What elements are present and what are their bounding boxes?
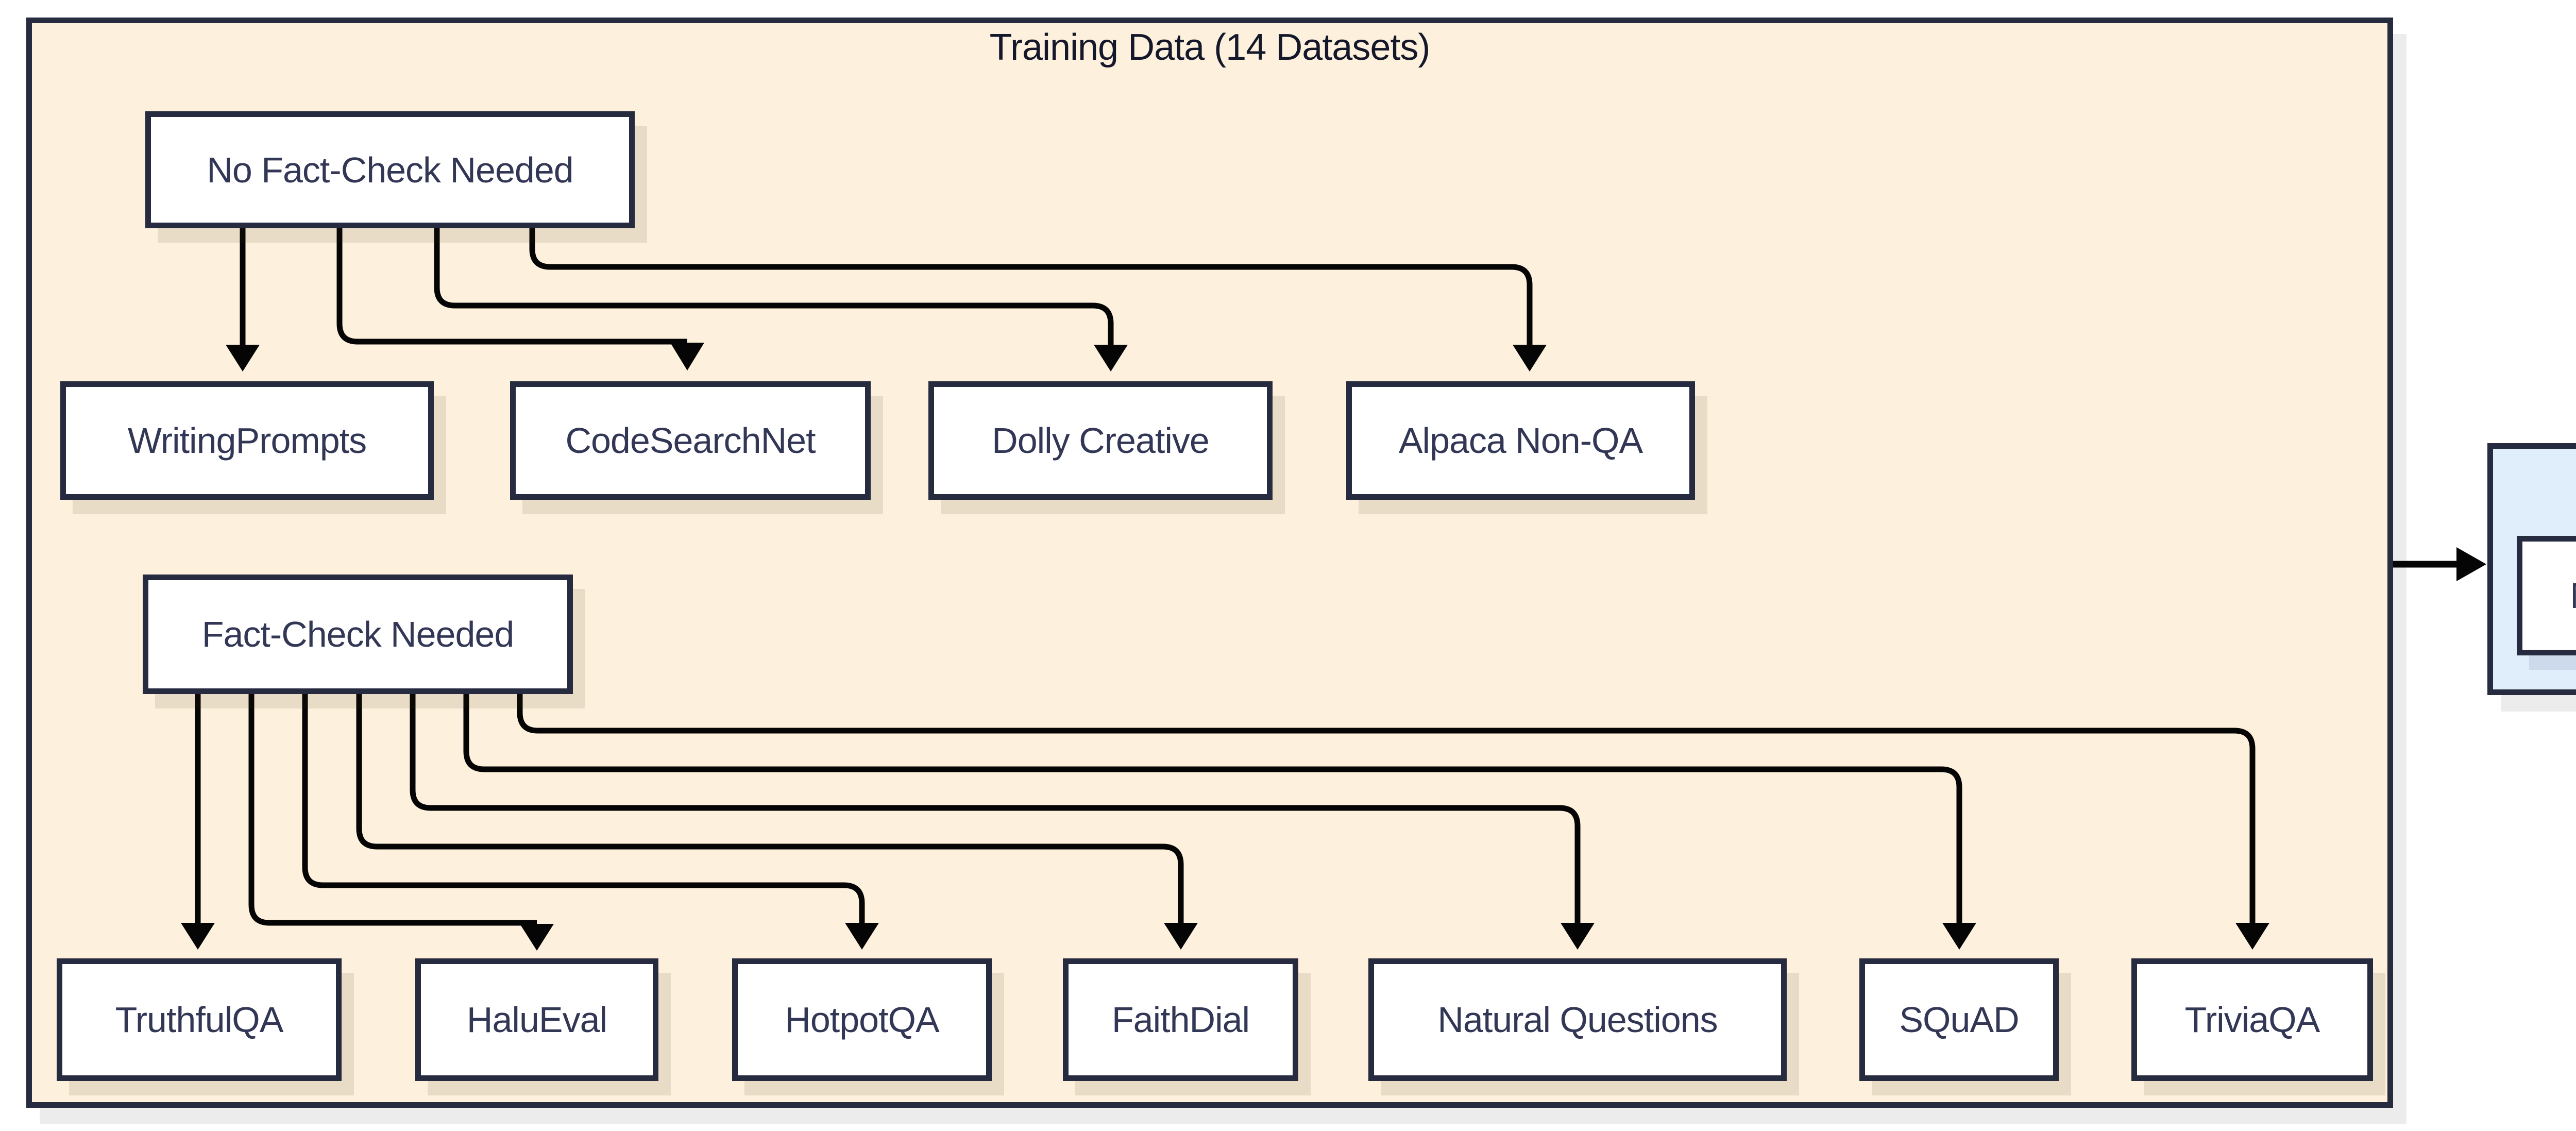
- node-hotpotqa: HotpotQA: [732, 958, 992, 1081]
- node-alpaca-non-qa: Alpaca Non-QA: [1346, 381, 1695, 500]
- node-writingprompts: WritingPrompts: [60, 381, 434, 500]
- node-natural-questions: Natural Questions: [1368, 958, 1787, 1081]
- halugate-sentinel-title: HaluGate Sentinel: [2487, 451, 2576, 493]
- node-no-fact-check-needed: No Fact-Check Needed: [145, 111, 635, 228]
- node-halueval: HaluEval: [415, 958, 658, 1081]
- node-codesearchnet: CodeSearchNet: [510, 381, 871, 500]
- node-squad: SQuAD: [1859, 958, 2059, 1081]
- node-faithdial: FaithDial: [1063, 958, 1298, 1081]
- node-dolly-creative: Dolly Creative: [928, 381, 1273, 500]
- node-truthfulqa: TruthfulQA: [57, 958, 342, 1081]
- training-data-title: Training Data (14 Datasets): [989, 27, 1431, 68]
- node-fact-check-needed: Fact-Check Needed: [143, 575, 573, 694]
- node-modernbert-base: ModernBERT Base: [2517, 536, 2576, 655]
- arrowhead-sentinel: [2456, 547, 2486, 581]
- node-triviaqa: TriviaQA: [2131, 958, 2373, 1081]
